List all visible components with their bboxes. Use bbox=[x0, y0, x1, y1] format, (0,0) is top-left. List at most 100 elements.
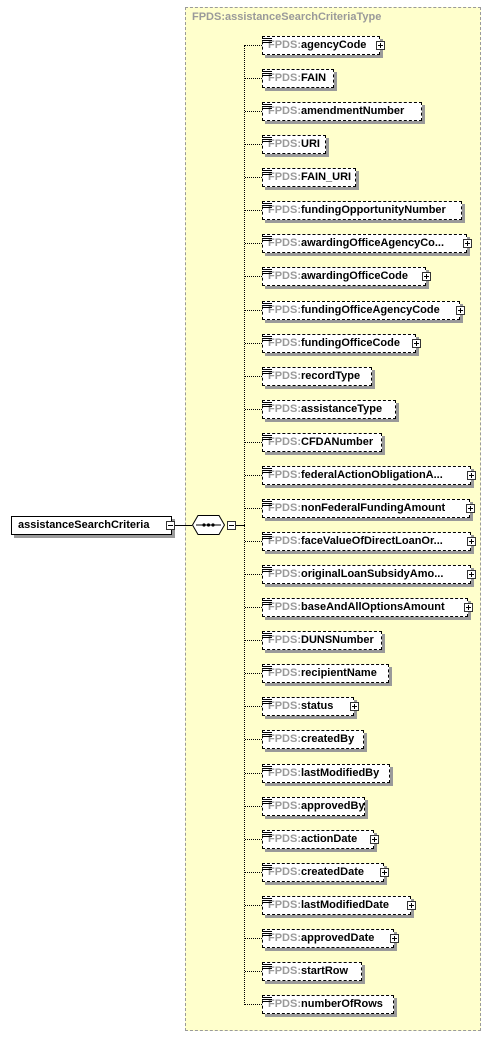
element-prefix: FPDS: bbox=[268, 270, 301, 282]
expand-icon[interactable] bbox=[390, 934, 399, 943]
optional-marker-icon bbox=[262, 930, 272, 938]
expand-icon[interactable] bbox=[380, 868, 389, 877]
branch-line bbox=[245, 409, 262, 410]
expand-icon[interactable] bbox=[370, 835, 379, 844]
element-prefix: FPDS: bbox=[268, 39, 301, 51]
element-prefix: FPDS: bbox=[268, 204, 301, 216]
element-name: agencyCode bbox=[301, 39, 367, 51]
schema-element-box[interactable]: FPDS:lastModifiedDate bbox=[262, 896, 411, 915]
expand-icon[interactable] bbox=[422, 272, 431, 281]
schema-element-box[interactable]: FPDS:assistanceType bbox=[262, 400, 396, 419]
element-name: DUNSNumber bbox=[301, 634, 374, 646]
expand-icon[interactable] bbox=[412, 339, 421, 348]
expand-icon[interactable] bbox=[464, 603, 473, 612]
element-prefix: FPDS: bbox=[268, 800, 301, 812]
branch-line bbox=[245, 243, 262, 244]
element-prefix: FPDS: bbox=[268, 469, 301, 481]
schema-element-box[interactable]: FPDS:federalActionObligationA... bbox=[262, 466, 471, 485]
complex-type-title: FPDS:assistanceSearchCriteriaType bbox=[192, 11, 382, 23]
schema-element-box[interactable]: FPDS:fundingOfficeCode bbox=[262, 334, 416, 353]
branch-line bbox=[245, 310, 262, 311]
expand-icon[interactable] bbox=[350, 702, 359, 711]
element-name: CFDANumber bbox=[301, 436, 374, 448]
element-prefix: FPDS: bbox=[268, 601, 301, 613]
root-collapse-icon[interactable] bbox=[166, 521, 175, 530]
optional-marker-icon bbox=[262, 368, 272, 376]
branch-line bbox=[245, 607, 262, 608]
branch-line bbox=[245, 144, 262, 145]
element-prefix: FPDS: bbox=[268, 866, 301, 878]
branch-line bbox=[245, 276, 262, 277]
branch-line bbox=[245, 210, 262, 211]
schema-element-box[interactable]: FPDS:startRow bbox=[262, 962, 362, 981]
expand-icon[interactable] bbox=[456, 306, 465, 315]
element-prefix: FPDS: bbox=[268, 237, 301, 249]
optional-marker-icon bbox=[262, 467, 272, 475]
element-name: awardingOfficeCode bbox=[301, 270, 408, 282]
branch-line bbox=[245, 508, 262, 509]
schema-element-box[interactable]: FPDS:numberOfRows bbox=[262, 995, 394, 1014]
schema-element-box[interactable]: FPDS:createdDate bbox=[262, 863, 384, 882]
root-element-box[interactable]: assistanceSearchCriteria bbox=[11, 516, 172, 535]
element-name: lastModifiedDate bbox=[301, 899, 390, 911]
branch-line bbox=[245, 839, 262, 840]
optional-marker-icon bbox=[262, 864, 272, 872]
schema-element-box[interactable]: FPDS:createdBy bbox=[262, 730, 364, 749]
expand-icon[interactable] bbox=[466, 504, 475, 513]
optional-marker-icon bbox=[262, 996, 272, 1004]
branch-line bbox=[245, 872, 262, 873]
element-name: lastModifiedBy bbox=[301, 767, 380, 779]
optional-marker-icon bbox=[262, 335, 272, 343]
expand-icon[interactable] bbox=[467, 471, 476, 480]
element-name: nonFederalFundingAmount bbox=[301, 502, 446, 514]
schema-element-box[interactable]: FPDS:originalLoanSubsidyAmo... bbox=[262, 565, 471, 584]
schema-element-box[interactable]: FPDS:DUNSNumber bbox=[262, 631, 382, 650]
schema-element-box[interactable]: FPDS:URI bbox=[262, 135, 326, 154]
schema-element-box[interactable]: FPDS:nonFederalFundingAmount bbox=[262, 499, 470, 518]
optional-marker-icon bbox=[262, 897, 272, 905]
schema-element-box[interactable]: FPDS:FAIN_URI bbox=[262, 168, 356, 187]
schema-element-box[interactable]: FPDS:baseAndAllOptionsAmount bbox=[262, 598, 468, 617]
schema-element-box[interactable]: FPDS:lastModifiedBy bbox=[262, 764, 390, 783]
element-prefix: FPDS: bbox=[268, 899, 301, 911]
branch-line bbox=[245, 78, 262, 79]
expand-icon[interactable] bbox=[376, 41, 385, 50]
schema-element-box[interactable]: FPDS:recipientName bbox=[262, 664, 389, 683]
schema-element-box[interactable]: FPDS:fundingOfficeAgencyCode bbox=[262, 301, 460, 320]
schema-element-box[interactable]: FPDS:actionDate bbox=[262, 830, 374, 849]
schema-element-box[interactable]: FPDS:approvedBy bbox=[262, 797, 365, 816]
schema-element-box[interactable]: FPDS:CFDANumber bbox=[262, 433, 382, 452]
root-connector-line bbox=[175, 525, 192, 526]
schema-element-box[interactable]: FPDS:approvedDate bbox=[262, 929, 394, 948]
schema-element-box[interactable]: FPDS:awardingOfficeCode bbox=[262, 267, 426, 286]
optional-marker-icon bbox=[262, 831, 272, 839]
expand-icon[interactable] bbox=[467, 537, 476, 546]
element-name: status bbox=[301, 700, 334, 712]
element-prefix: FPDS: bbox=[268, 105, 301, 117]
expand-icon[interactable] bbox=[467, 570, 476, 579]
branch-line bbox=[245, 773, 262, 774]
element-name: startRow bbox=[301, 965, 349, 977]
element-name: fundingOfficeCode bbox=[301, 337, 400, 349]
schema-element-box[interactable]: FPDS:amendmentNumber bbox=[262, 102, 422, 121]
branch-line bbox=[245, 640, 262, 641]
sequence-collapse-icon[interactable] bbox=[227, 521, 236, 530]
element-prefix: FPDS: bbox=[268, 370, 301, 382]
schema-element-box[interactable]: FPDS:FAIN bbox=[262, 69, 334, 88]
expand-icon[interactable] bbox=[463, 239, 472, 248]
schema-element-box[interactable]: FPDS:recordType bbox=[262, 367, 372, 386]
expand-icon[interactable] bbox=[407, 901, 416, 910]
sequence-spine-line bbox=[244, 45, 245, 1005]
schema-element-box[interactable]: FPDS:faceValueOfDirectLoanOr... bbox=[262, 532, 471, 551]
element-prefix: FPDS: bbox=[268, 733, 301, 745]
schema-element-box[interactable]: FPDS:fundingOpportunityNumber bbox=[262, 201, 462, 220]
schema-element-box[interactable]: FPDS:agencyCode bbox=[262, 36, 380, 55]
optional-marker-icon bbox=[262, 169, 272, 177]
schema-element-box[interactable]: FPDS:status bbox=[262, 697, 354, 716]
optional-marker-icon bbox=[262, 731, 272, 739]
schema-element-box[interactable]: FPDS:awardingOfficeAgencyCo... bbox=[262, 234, 467, 253]
branch-line bbox=[245, 905, 262, 906]
element-prefix: FPDS: bbox=[268, 568, 301, 580]
element-name: approvedDate bbox=[301, 932, 375, 944]
optional-marker-icon bbox=[262, 533, 272, 541]
